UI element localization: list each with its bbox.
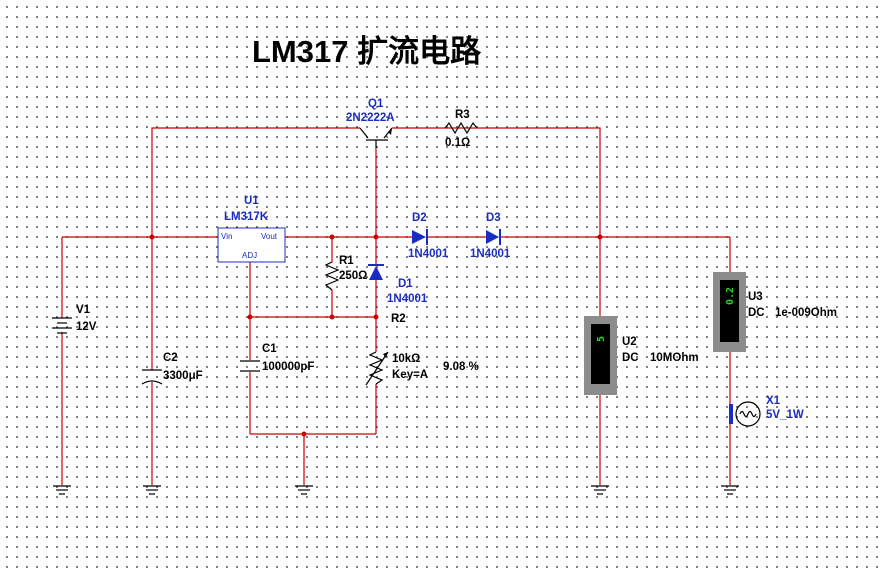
x1-value-label: 5V_1W [766, 409, 804, 421]
u1-pin-vin: Vin [221, 232, 232, 241]
u2-mode-label: DC [622, 352, 639, 364]
u2-ref-label: U2 [622, 336, 637, 348]
wires [61, 127, 731, 485]
lamp-x1[interactable] [729, 401, 761, 427]
u2-resistance-label: 10MOhm [650, 352, 699, 364]
u3-resistance-label: 1e-009Ohm [775, 307, 837, 319]
r2-ref-label: R2 [391, 313, 406, 325]
u3-reading: 0.2 [725, 287, 736, 305]
ground-u2 [591, 485, 609, 495]
q1-value-label: 2N2222A [346, 112, 395, 124]
u1-ref-label: U1 [244, 195, 259, 207]
c1-value-label: 100000pF [262, 361, 314, 373]
r2-key-label: Key=A [392, 369, 428, 381]
d1-ref-label: D1 [398, 278, 413, 290]
d1-value-label: 1N4001 [387, 293, 428, 305]
diode-d3[interactable] [486, 229, 501, 245]
u1-pin-vout: Vout [261, 232, 278, 241]
diode-d1[interactable] [368, 264, 384, 280]
u1-value-label: LM317K [224, 211, 269, 223]
d3-ref-label: D3 [486, 212, 501, 224]
junction-dots [149, 234, 603, 437]
voltmeter-u2[interactable]: 5 [584, 316, 617, 395]
u3-ref-label: U3 [748, 291, 763, 303]
ground-c1 [295, 485, 313, 495]
u2-reading: 5 [596, 336, 607, 342]
v1-ref-label: V1 [76, 304, 91, 316]
diode-d2[interactable] [412, 229, 428, 245]
r3-value-label: 0.1Ω [445, 137, 470, 149]
r3-ref-label: R3 [455, 109, 470, 121]
transistor-q1[interactable] [359, 127, 445, 148]
ammeter-u3[interactable]: 0.2 [713, 272, 746, 352]
ground-c2 [143, 485, 161, 495]
r2-value-label: 10kΩ [392, 353, 420, 365]
d2-value-label: 1N4001 [408, 248, 449, 260]
regulator-u1[interactable] [217, 227, 286, 263]
x1-ref-label: X1 [766, 395, 781, 407]
resistor-r1[interactable] [324, 261, 340, 291]
c2-value-label: 3300μF [163, 370, 203, 382]
battery-v1[interactable] [52, 317, 72, 334]
d2-ref-label: D2 [412, 212, 427, 224]
q1-ref-label: Q1 [368, 98, 384, 110]
schematic-title: LM317 扩流电路 [252, 34, 482, 69]
r2-percent-label: 9.08 % [443, 361, 479, 373]
c1-ref-label: C1 [262, 343, 277, 355]
r1-ref-label: R1 [339, 255, 354, 267]
d3-value-label: 1N4001 [470, 248, 511, 260]
u1-pin-adj: ADJ [242, 251, 257, 260]
r1-value-label: 250Ω [339, 270, 367, 282]
resistor-r3[interactable] [444, 121, 478, 135]
u3-mode-label: DC [748, 307, 765, 319]
v1-value-label: 12V [76, 321, 97, 333]
ground-v1 [53, 485, 71, 495]
potentiometer-r2[interactable] [365, 351, 389, 386]
ground-x1 [721, 485, 739, 495]
capacitor-c1[interactable] [240, 360, 260, 372]
capacitor-c2[interactable] [141, 369, 163, 385]
c2-ref-label: C2 [163, 352, 178, 364]
